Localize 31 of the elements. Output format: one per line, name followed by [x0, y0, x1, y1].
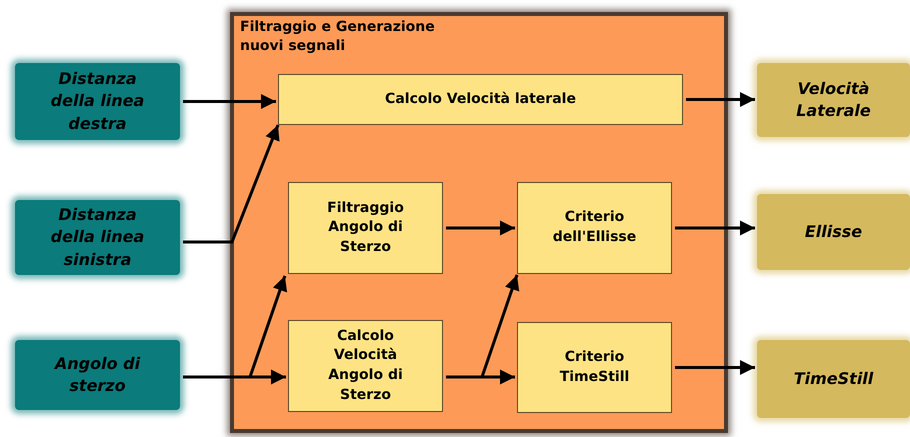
box-label: Ellisse [804, 220, 862, 243]
input-signal-box [15, 200, 180, 275]
processing-group-box [230, 12, 728, 433]
box-label: Calcolo Velocità Angolo di Sterzo [327, 326, 404, 405]
process-box [517, 322, 672, 413]
box-label: Distanza della linea destra [50, 68, 146, 135]
output-signal-box [757, 340, 910, 418]
arrow [446, 274, 520, 378]
arrow [675, 360, 755, 375]
box-label: Velocità Laterale [795, 78, 872, 122]
box-label: Distanza della linea sinistra [50, 204, 146, 271]
process-box [278, 74, 683, 125]
input-signal-box [15, 340, 180, 410]
process-box [517, 182, 672, 274]
arrow [675, 220, 755, 236]
box-label: Criterio TimeStill [558, 348, 630, 386]
box-label: Angolo di sterzo [53, 352, 142, 397]
box-label: TimeStill [794, 368, 874, 390]
output-signal-box [757, 194, 910, 270]
arrow [686, 92, 755, 107]
arrow [183, 124, 280, 244]
box-label: Criterio dell'Ellisse [552, 208, 638, 247]
output-signal-box [757, 63, 910, 137]
process-box [288, 182, 443, 274]
arrow [183, 94, 276, 109]
box-label: Calcolo Velocità laterale [385, 90, 576, 109]
input-signal-box [15, 63, 180, 140]
box-label: Filtraggio Angolo di Sterzo [326, 198, 405, 257]
process-box [288, 320, 443, 412]
group-title: Filtraggio e Generazione nuovi segnali [240, 18, 436, 56]
arrow [446, 220, 515, 236]
